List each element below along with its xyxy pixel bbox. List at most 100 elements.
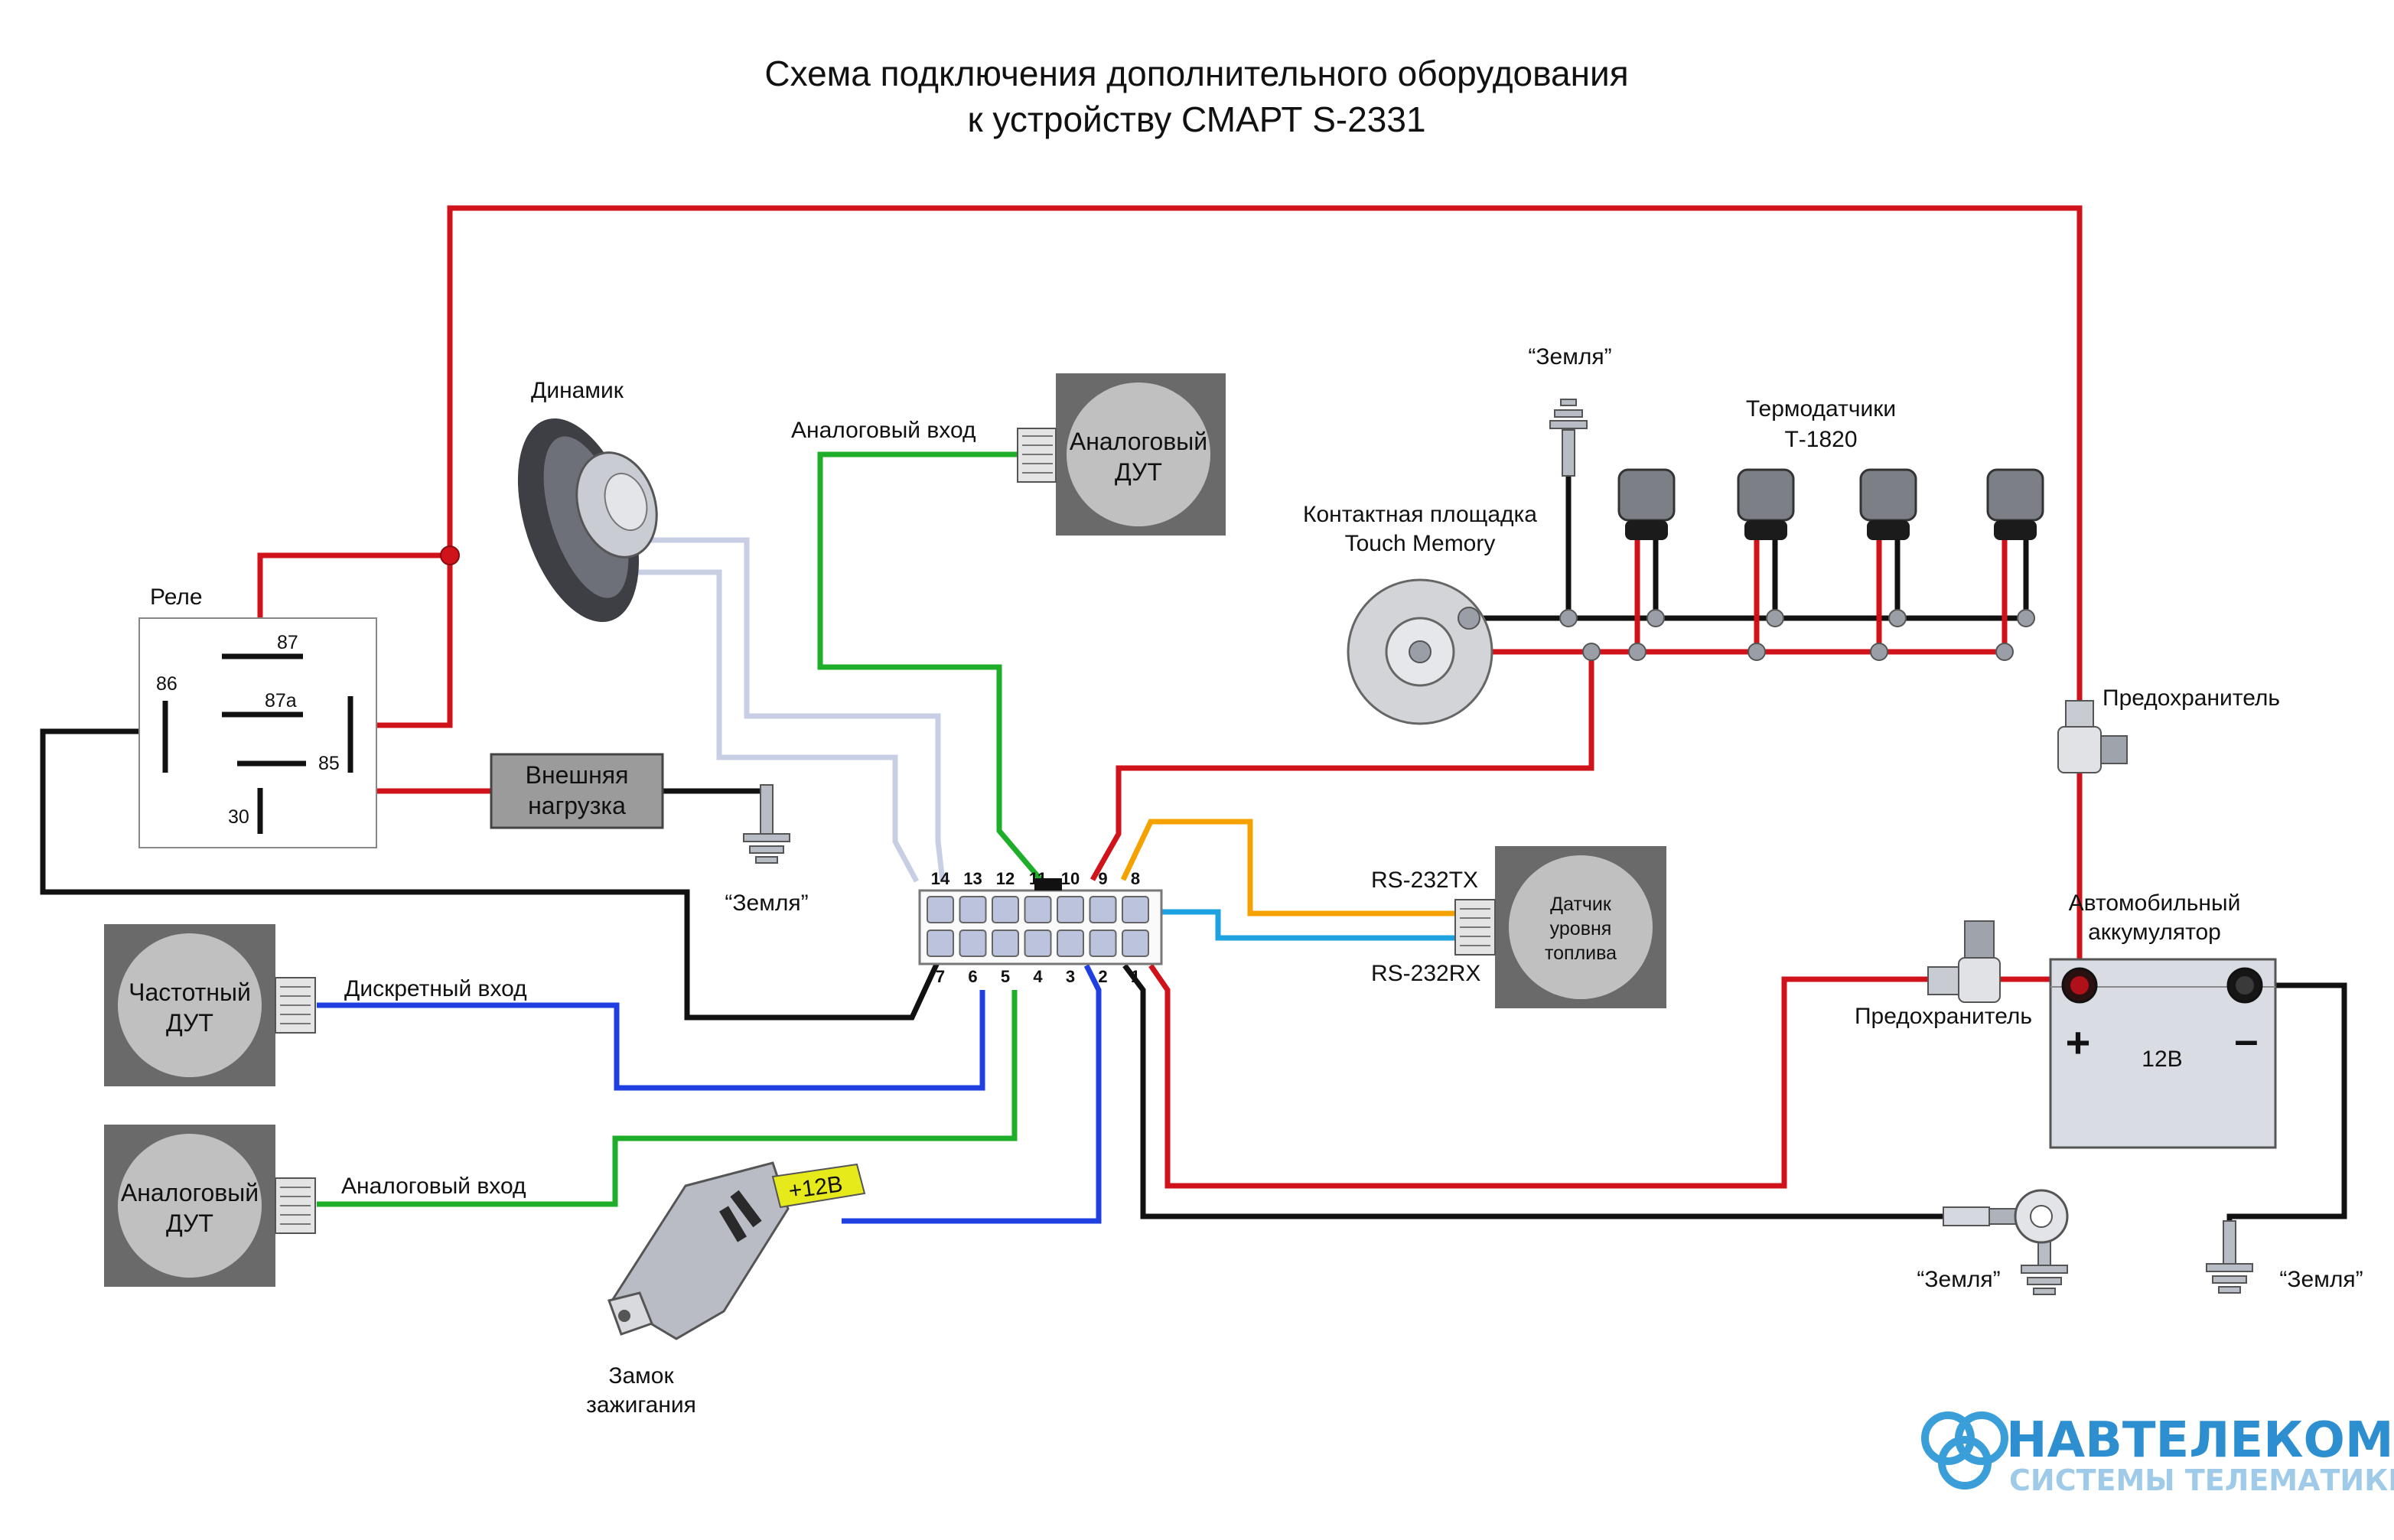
wire-load-ground bbox=[663, 788, 770, 805]
wire-rs232tx bbox=[1120, 819, 1455, 917]
logo-icon bbox=[1921, 1411, 2008, 1490]
wire-rs232rx bbox=[1154, 909, 1455, 941]
connector-pin bbox=[927, 930, 954, 957]
analog-fls-top: Аналоговый ДУТ bbox=[1017, 373, 1226, 536]
relay-pin-87a: 87a bbox=[265, 690, 297, 711]
rs232rx-label: RS-232RX bbox=[1371, 961, 1480, 986]
analog-fls-bottom: Аналоговый ДУТ bbox=[104, 1125, 316, 1287]
thermo-sensor-icon bbox=[1737, 468, 1795, 540]
battery-icon: + – 12В bbox=[2049, 958, 2277, 1149]
connector-pin bbox=[992, 896, 1019, 923]
ground-icon bbox=[2021, 1234, 2068, 1295]
external-load: Внешняя нагрузка bbox=[490, 753, 664, 829]
speaker-label: Динамик bbox=[531, 378, 624, 403]
external-load-line2: нагрузка bbox=[528, 792, 626, 819]
wire-speaker-1 bbox=[581, 537, 946, 882]
connector-pin bbox=[959, 896, 987, 923]
diagram-title-line2: к устройству СМАРТ S-2331 bbox=[967, 99, 1425, 139]
connector-pin-label: 14 bbox=[931, 869, 950, 888]
touch-memory-label-line1: Контактная площадка bbox=[1303, 502, 1537, 527]
logo-tagline: СИСТЕМЫ ТЕЛЕМАТИКИ bbox=[2009, 1463, 2394, 1497]
connector-pin-label: 11 bbox=[1029, 869, 1047, 888]
connector-pin-label: 8 bbox=[1131, 869, 1140, 888]
connector-pin-label: 1 bbox=[1131, 967, 1140, 986]
wire-discrete-input bbox=[317, 990, 985, 1091]
connector-pin bbox=[1057, 930, 1084, 957]
navtelecom-logo: НАВТЕЛЕКОМ СИСТЕМЫ ТЕЛЕМАТИКИ bbox=[1921, 1411, 2394, 1497]
relay-pin-87: 87 bbox=[277, 632, 298, 653]
thermo-sensor-icon bbox=[1859, 468, 1917, 540]
connector-pin-label: 2 bbox=[1098, 967, 1107, 986]
connector-pin bbox=[1089, 930, 1117, 957]
touch-memory-label-line2: Touch Memory bbox=[1345, 531, 1496, 556]
analog-fls-bottom-line2: ДУТ bbox=[166, 1210, 213, 1237]
thermo-sensor-icon bbox=[1986, 468, 2044, 540]
battery-minus: – bbox=[2234, 1015, 2258, 1063]
diagram-title-line1: Схема подключения дополнительного оборуд… bbox=[764, 54, 1628, 93]
ground-icon bbox=[743, 784, 790, 864]
ground-icon bbox=[2206, 1220, 2253, 1294]
ground-label-load: “Земля” bbox=[725, 890, 808, 916]
thermo-sensor-icon bbox=[1617, 468, 1676, 540]
connector-pins-bottom: 7 6 5 4 3 2 1 bbox=[927, 930, 1149, 986]
connector-pin bbox=[1089, 896, 1117, 923]
fuel-level-sensor: Датчик уровня топлива bbox=[1454, 846, 1666, 1008]
battery-label-line2: аккумулятор bbox=[2088, 920, 2221, 945]
connector-pin bbox=[959, 930, 987, 957]
wire-analog-input-top bbox=[817, 451, 1044, 884]
connector-pin bbox=[1122, 896, 1149, 923]
ignition-lock-icon bbox=[607, 1161, 866, 1340]
wire-touch-memory bbox=[1090, 652, 1594, 881]
fuse-label-bottom: Предохранитель bbox=[1855, 1004, 2032, 1029]
ground-label-connector: “Земля” bbox=[1917, 1267, 2000, 1292]
connector-pin bbox=[1024, 896, 1052, 923]
wire-relay-86 bbox=[40, 728, 943, 1021]
thermo-label-line2: Т-1820 bbox=[1784, 427, 1857, 452]
frequency-fls-line2: ДУТ bbox=[166, 1009, 213, 1037]
ignition-label-line2: зажигания bbox=[586, 1392, 696, 1418]
relay-pin-86: 86 bbox=[156, 673, 178, 695]
relay-pin-85: 85 bbox=[318, 753, 340, 774]
ground-label-touch-memory: “Земля” bbox=[1528, 344, 1611, 370]
junction-dots bbox=[440, 545, 2035, 661]
external-load-line1: Внешняя bbox=[526, 761, 629, 789]
frequency-fls: Частотный ДУТ bbox=[104, 924, 316, 1086]
fuel-sensor-line1: Датчик bbox=[1550, 894, 1612, 915]
wire-power-pin bbox=[1148, 964, 1928, 1189]
touch-memory-icon bbox=[1347, 578, 1493, 725]
fuse-icon bbox=[1927, 920, 2001, 1003]
wire-speaker-2 bbox=[604, 569, 920, 883]
connector-pin-label: 4 bbox=[1033, 967, 1043, 986]
connector-pin bbox=[992, 930, 1019, 957]
logo-name: НАВТЕЛЕКОМ bbox=[2006, 1412, 2394, 1469]
relay: Реле 87 87a 86 85 30 bbox=[138, 584, 377, 848]
relay-pin-30: 30 bbox=[228, 806, 249, 828]
fuel-sensor-line2: уровня bbox=[1550, 918, 1612, 939]
ground-icon bbox=[1549, 399, 1588, 477]
speaker-icon bbox=[517, 418, 658, 623]
battery-plus: + bbox=[2066, 1018, 2091, 1066]
connector-pin-label: 3 bbox=[1066, 967, 1075, 986]
thermo-label-line1: Термодатчики bbox=[1746, 396, 1896, 422]
wire-ground-pin bbox=[1122, 963, 1943, 1219]
fuse-label-top: Предохранитель bbox=[2102, 685, 2280, 711]
analog-input-label-top: Аналоговый вход bbox=[791, 418, 976, 443]
analog-fls-bottom-line1: Аналоговый bbox=[121, 1179, 259, 1206]
ignition-label-line1: Замок bbox=[608, 1363, 674, 1389]
connector-pin-label: 6 bbox=[968, 967, 977, 986]
discrete-input-label: Дискретный вход bbox=[344, 976, 527, 1001]
analog-fls-top-line2: ДУТ bbox=[1115, 458, 1162, 486]
connector-pin-label: 9 bbox=[1098, 869, 1107, 888]
connector-pin-label: 7 bbox=[936, 967, 945, 986]
connector-pin bbox=[1024, 930, 1052, 957]
wires bbox=[40, 205, 2347, 1232]
thermo-sensors bbox=[1617, 468, 2044, 540]
connector-pin-label: 5 bbox=[1001, 967, 1010, 986]
ring-terminal-icon bbox=[1943, 1189, 2069, 1244]
battery-voltage: 12В bbox=[2142, 1047, 2182, 1072]
fuse-icon bbox=[2057, 700, 2128, 773]
connector-pin-label: 10 bbox=[1061, 869, 1080, 888]
